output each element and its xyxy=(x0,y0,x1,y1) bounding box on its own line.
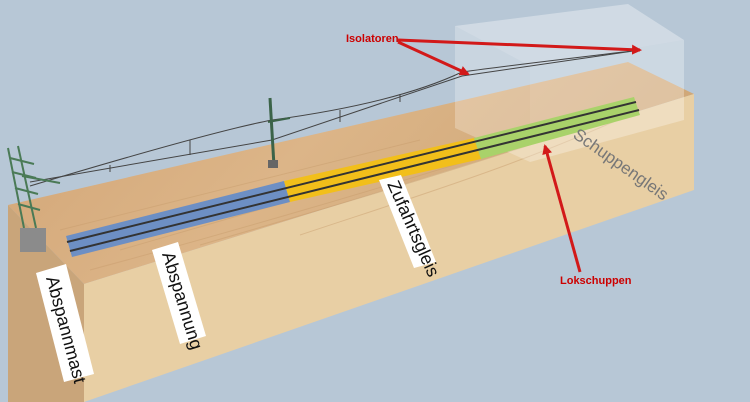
arrow-isolatoren-1 xyxy=(397,38,642,55)
label-isolatoren: Isolatoren xyxy=(346,33,399,45)
label-lokschuppen: Lokschuppen xyxy=(560,275,632,287)
rail-right xyxy=(69,109,640,252)
catenary xyxy=(29,49,641,187)
lokschuppen-box-top xyxy=(455,4,684,66)
board-side xyxy=(84,94,694,402)
arrow-lokschuppen xyxy=(542,144,582,273)
arrow-isolatoren-2 xyxy=(397,40,470,76)
lokschuppen-box-front xyxy=(455,26,530,162)
rail-left xyxy=(66,101,637,243)
catenary-mast-model xyxy=(267,97,291,168)
abspannmast-model xyxy=(7,145,61,229)
track-schuppengleis xyxy=(474,97,640,159)
abspannmast-base xyxy=(20,228,46,252)
